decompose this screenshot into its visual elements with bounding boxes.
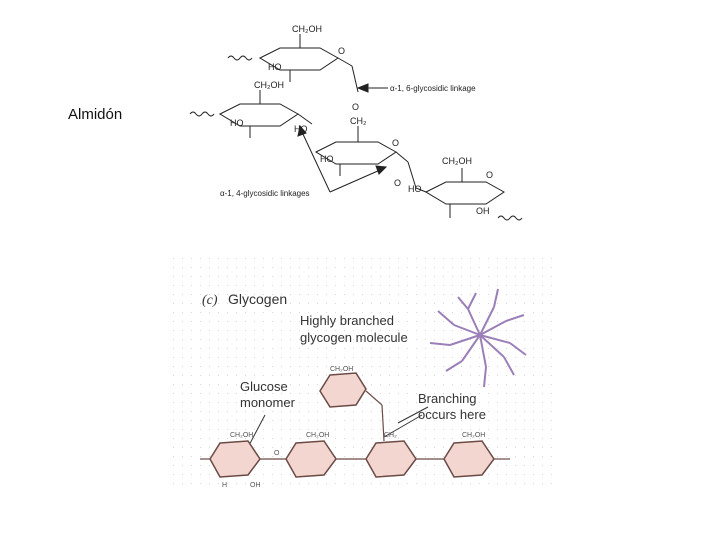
starch-structure-diagram: CH₂OH CH₂OH CH₂ CH₂OH HO HO HO HO HO O O…	[180, 20, 560, 240]
monomer-label-line: Glucose	[240, 379, 288, 394]
atom-label: CH₂OH	[462, 432, 485, 439]
branching-label-line: Branching	[418, 391, 477, 406]
branching-label: Branching occurs here	[418, 391, 486, 422]
chain-continuation-wave	[497, 215, 523, 221]
alpha-1-6-linkage-label: α-1, 6-glycosidic linkage	[390, 84, 476, 93]
chem-group: O	[352, 102, 359, 112]
chem-group: HO	[408, 184, 422, 194]
atom-label: CH₂OH	[306, 432, 329, 439]
alpha-1-4-linkage-label: α-1, 4-glycosidic linkages	[220, 189, 310, 198]
chem-group: O	[394, 178, 401, 188]
chem-group: HO	[268, 62, 282, 72]
glucose-ring	[424, 181, 505, 205]
branched-molecule-graphic	[429, 288, 527, 388]
atom-label: OH	[250, 482, 261, 489]
chain-continuation-wave	[189, 111, 215, 117]
chem-group: OH	[476, 206, 490, 216]
chem-group: O	[392, 138, 399, 148]
slide-title: Almidón	[68, 106, 123, 123]
chem-group: HO	[294, 124, 308, 134]
atom-label: H	[222, 482, 227, 489]
panel-label: (c)	[202, 293, 218, 308]
chem-group: O	[338, 46, 345, 56]
monomer-label: Glucose monomer	[240, 379, 296, 410]
branched-label-line: glycogen molecule	[300, 330, 408, 345]
panel-title: Glycogen	[228, 291, 287, 307]
branched-label-line: Highly branched	[300, 313, 394, 328]
branched-label: Highly branched glycogen molecule	[300, 313, 408, 345]
chem-group: CH₂	[350, 116, 367, 126]
chem-group: HO	[230, 118, 244, 128]
chem-group: CH₂OH	[442, 156, 472, 166]
branching-label-line: occurs here	[418, 407, 486, 422]
chem-group: O	[486, 170, 493, 180]
atom-label: O	[274, 450, 280, 457]
atom-label: CH₂OH	[330, 366, 353, 373]
glycogen-svg: (c) Glycogen Highly branched glycogen mo…	[170, 255, 555, 490]
atom-label: CH₂OH	[230, 432, 253, 439]
chem-group: CH₂OH	[254, 80, 284, 90]
chem-group: CH₂OH	[292, 24, 322, 34]
glycogen-diagram: (c) Glycogen Highly branched glycogen mo…	[170, 255, 555, 490]
starch-svg: CH₂OH CH₂OH CH₂ CH₂OH HO HO HO HO HO O O…	[189, 24, 523, 221]
monomer-label-line: monomer	[240, 395, 296, 410]
chem-group: HO	[320, 154, 334, 164]
chain-continuation-wave	[227, 55, 253, 61]
atom-label: CH₂	[384, 432, 397, 439]
glucose-ring	[319, 372, 367, 408]
